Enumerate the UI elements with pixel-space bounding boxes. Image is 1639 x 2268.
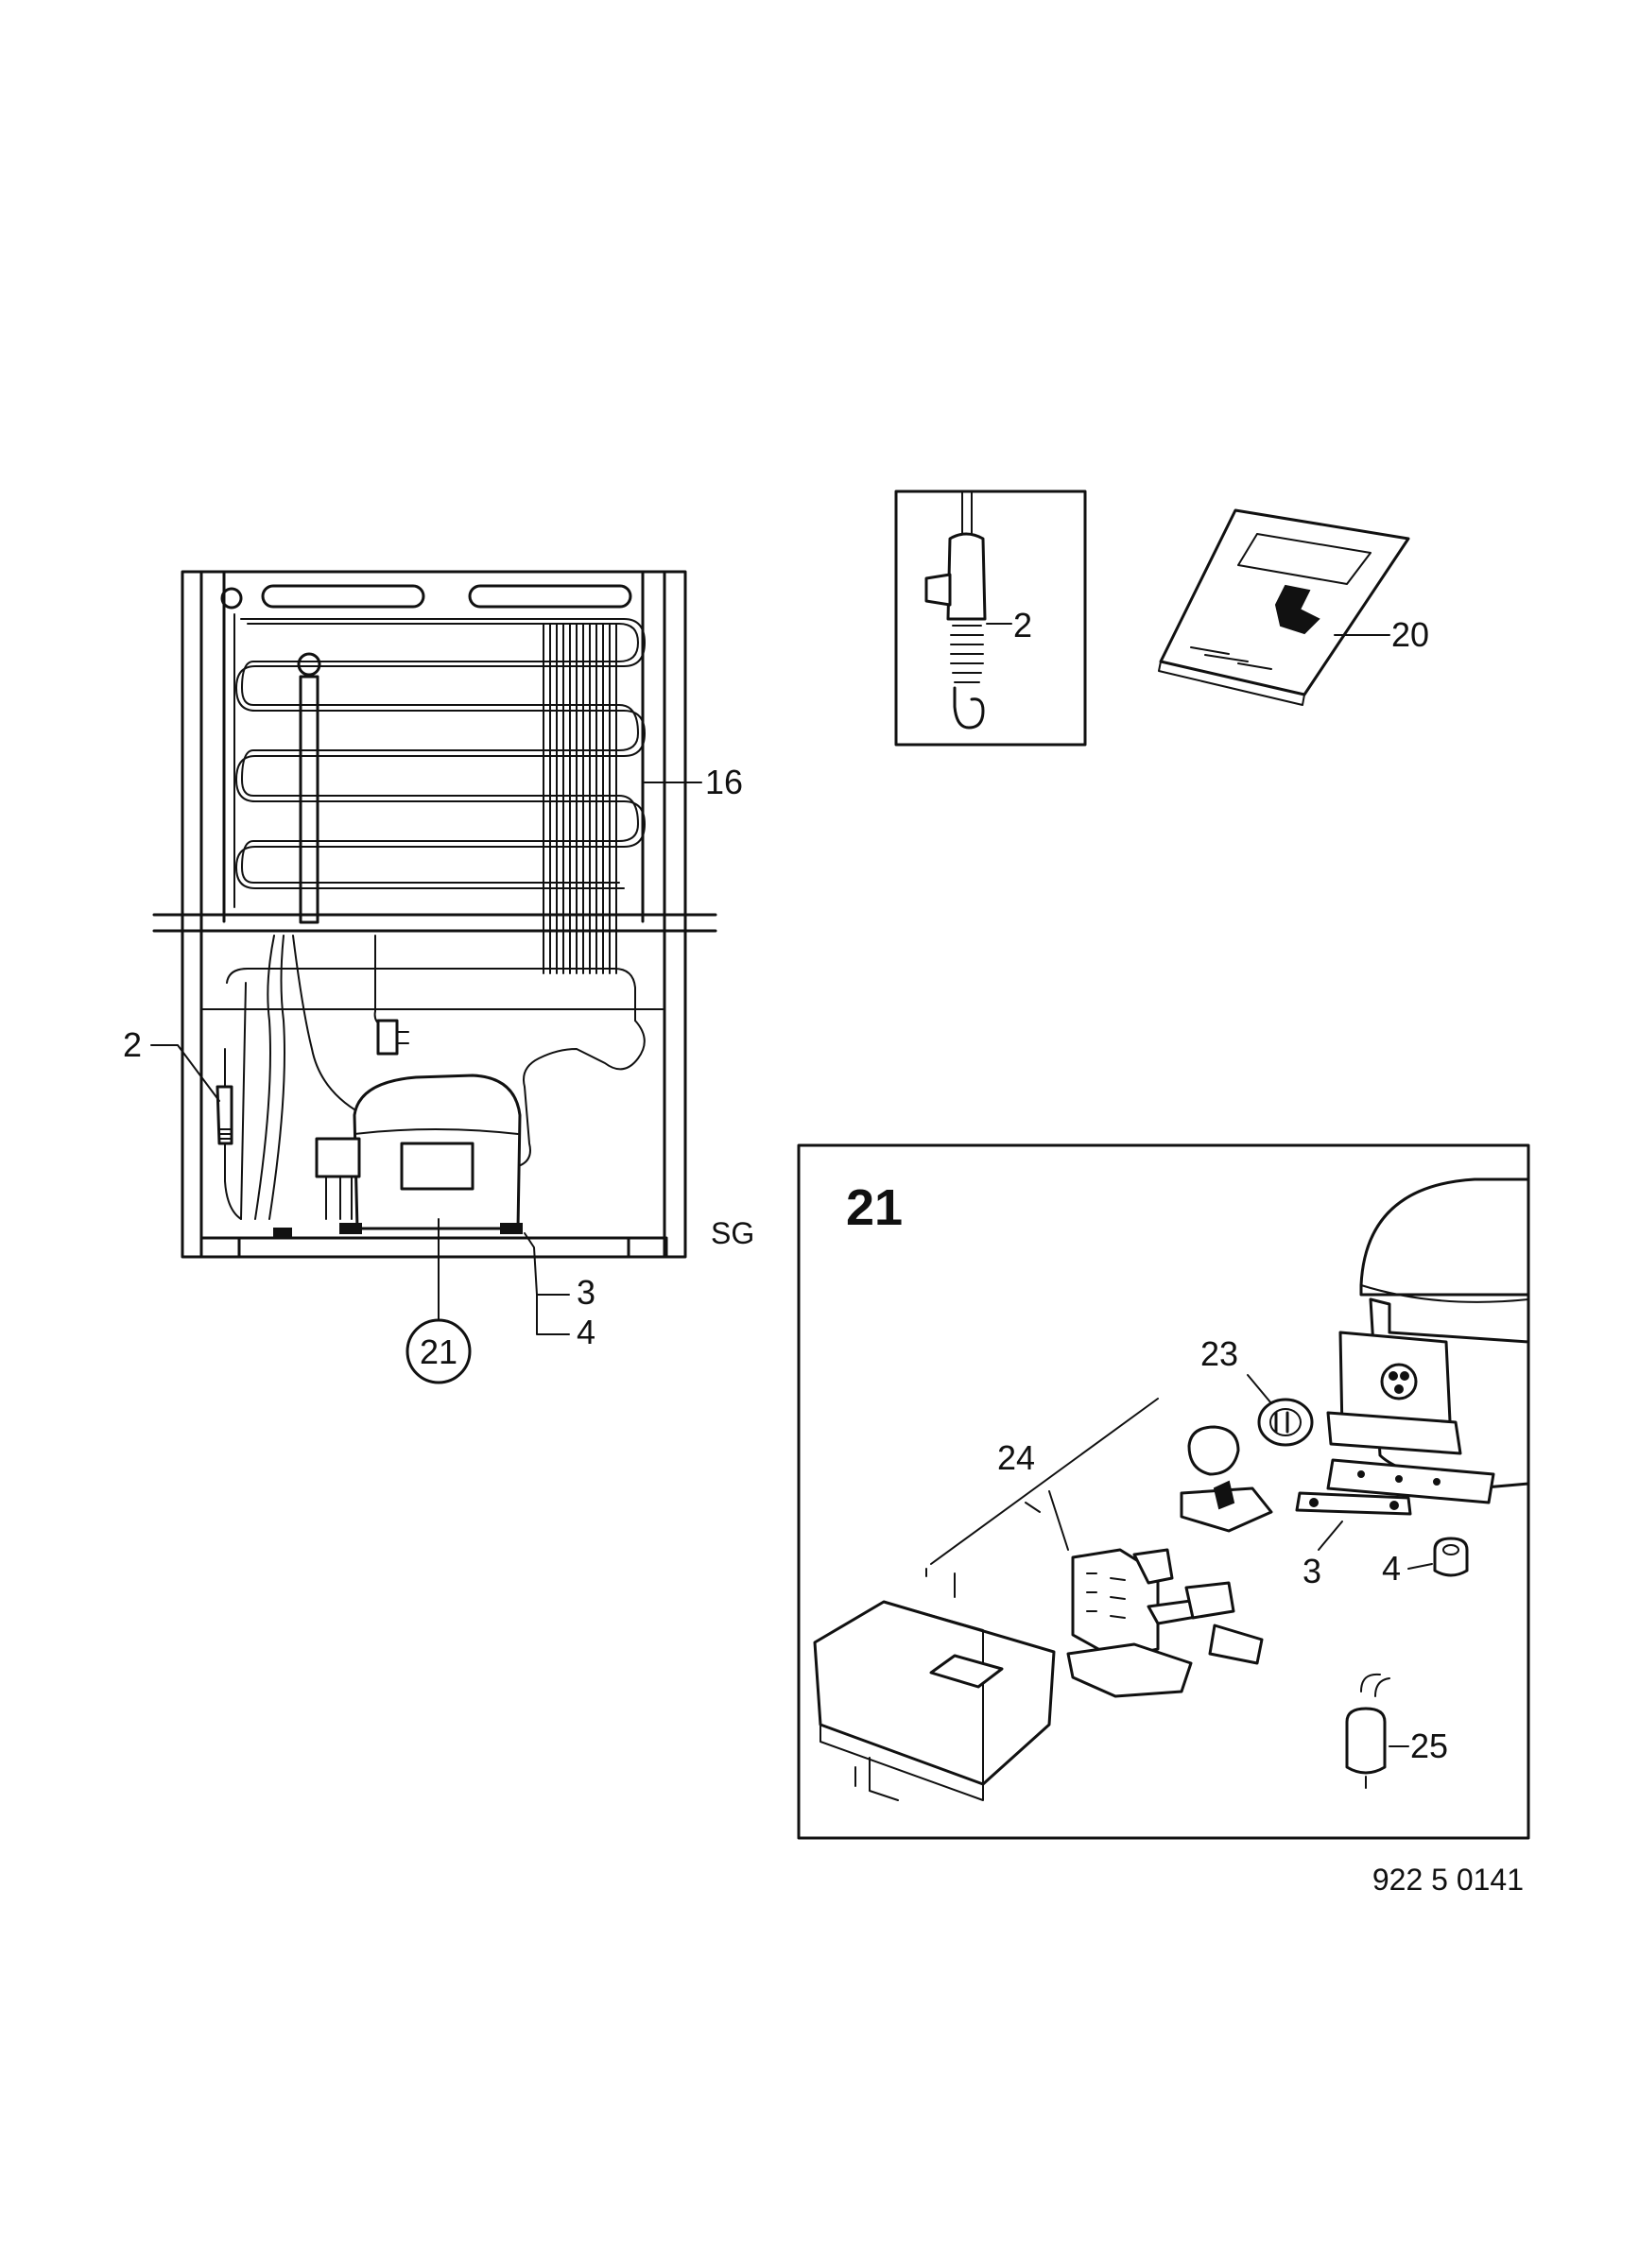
callout-detail-valve: 2 bbox=[1013, 606, 1032, 644]
detail-valve-panel: 2 bbox=[894, 490, 1087, 747]
callout-compressor: 21 bbox=[420, 1332, 457, 1371]
condenser-wire-grid bbox=[543, 623, 617, 974]
callout-bracket: 3 bbox=[577, 1273, 595, 1312]
callout-grommet: 4 bbox=[577, 1313, 595, 1351]
callout-manual: 20 bbox=[1391, 615, 1429, 654]
part-code: 922 5 0141 bbox=[1372, 1863, 1524, 1897]
callout-relay: 24 bbox=[997, 1438, 1035, 1477]
callout-valve: 2 bbox=[123, 1025, 142, 1064]
inset-compressor-electrics: 21 23 3 4 bbox=[797, 1143, 1530, 1840]
inset-title: 21 bbox=[846, 1179, 903, 1236]
callout-inset-grommet: 4 bbox=[1382, 1549, 1401, 1588]
detail-manual: 20 bbox=[1158, 508, 1429, 706]
side-code-label: SG bbox=[711, 1216, 754, 1250]
callout-overload: 23 bbox=[1200, 1334, 1238, 1373]
callout-condenser: 16 bbox=[705, 763, 743, 801]
cabinet-rear-view bbox=[152, 570, 717, 1259]
main-view-callouts: 2 16 21 3 4 SG bbox=[123, 763, 754, 1384]
callout-inset-bracket: 3 bbox=[1303, 1552, 1321, 1590]
callout-capacitor: 25 bbox=[1410, 1727, 1448, 1765]
